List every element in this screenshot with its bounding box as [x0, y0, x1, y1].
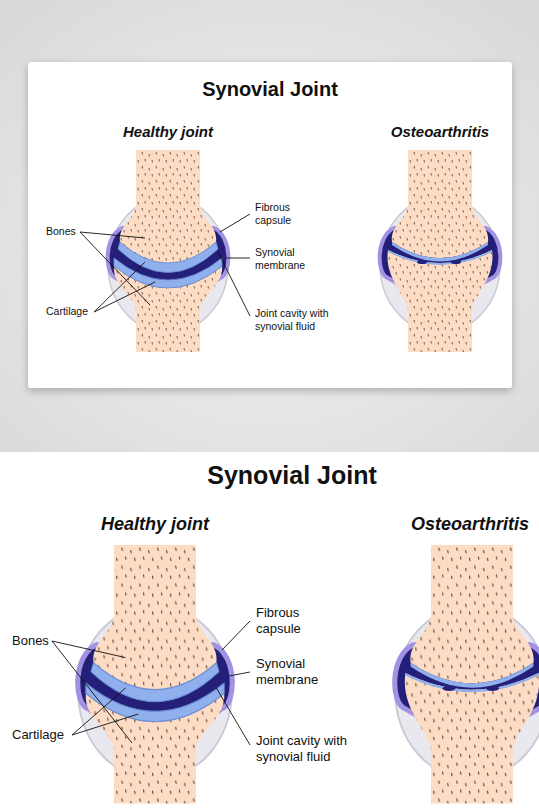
part-label: Fibrous capsule [255, 201, 317, 227]
part-label: Bones [12, 633, 49, 649]
preview-card [28, 62, 512, 388]
diagram-title: Synovial Joint [207, 460, 376, 491]
osteoarthritis-figure [395, 545, 539, 804]
page-background [0, 0, 539, 452]
part-label: Joint cavity with synovial fluid [255, 307, 329, 333]
panel-heading: Healthy joint [101, 513, 209, 536]
part-label: Bones [46, 225, 76, 238]
part-label: Cartilage [46, 305, 88, 318]
part-label: Joint cavity with synovial fluid [256, 733, 348, 766]
panel-heading: Healthy joint [123, 123, 213, 142]
part-label: Synovial membrane [256, 656, 334, 689]
healthy-joint-figure [108, 150, 229, 352]
part-label: Synovial membrane [255, 246, 317, 272]
panel-heading: Osteoarthritis [391, 123, 489, 142]
diagram-title: Synovial Joint [202, 77, 338, 102]
osteoarthritis-figure [380, 150, 501, 352]
part-label: Cartilage [12, 727, 64, 743]
panel-heading: Osteoarthritis [411, 513, 529, 536]
part-label: Fibrous capsule [256, 605, 328, 638]
healthy-joint-figure [78, 545, 233, 804]
